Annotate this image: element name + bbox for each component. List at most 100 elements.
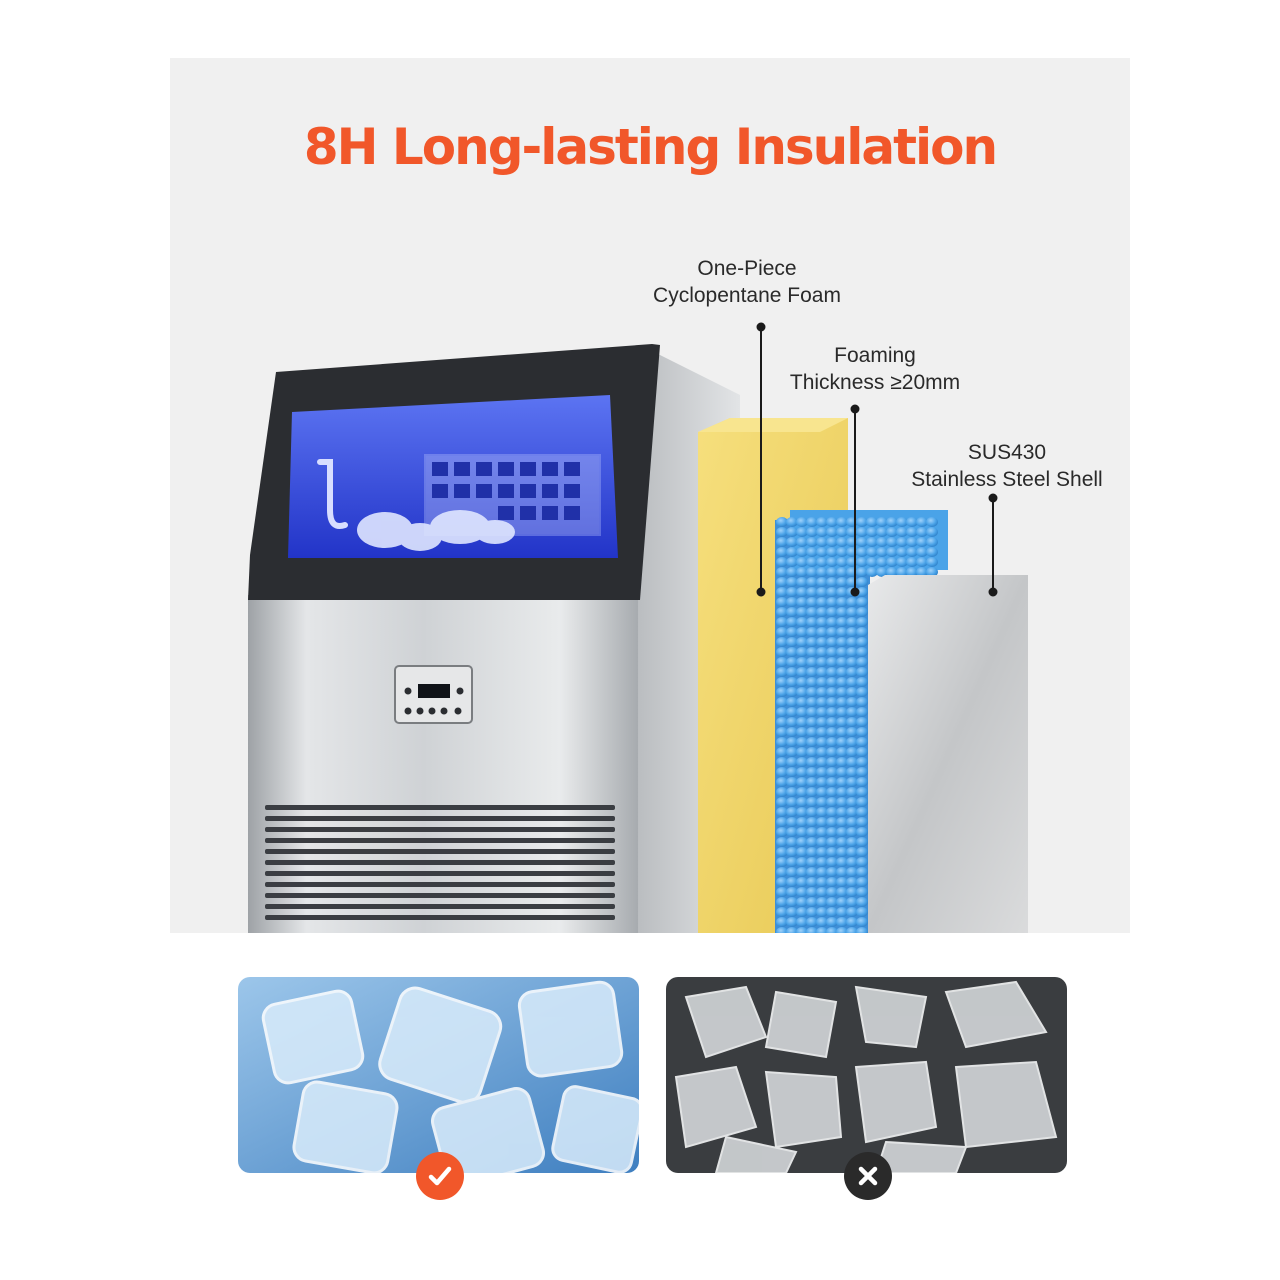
foam-bump bbox=[836, 797, 848, 807]
foam-bump bbox=[776, 857, 788, 867]
foam-bump bbox=[776, 897, 788, 907]
check-badge bbox=[416, 1152, 464, 1200]
foam-bump bbox=[846, 787, 858, 797]
foam-bump bbox=[836, 647, 848, 657]
foam-bump bbox=[856, 787, 868, 797]
foam-bump bbox=[836, 597, 848, 607]
foam-bump bbox=[776, 727, 788, 737]
foam-bump bbox=[836, 667, 848, 677]
foam-bump bbox=[826, 577, 838, 587]
foam-bump bbox=[776, 577, 788, 587]
foam-bump bbox=[886, 517, 898, 527]
foam-bump bbox=[826, 637, 838, 647]
foam-bump bbox=[816, 657, 828, 667]
foam-bump bbox=[846, 797, 858, 807]
foam-bump bbox=[856, 907, 868, 917]
foam-bump bbox=[816, 677, 828, 687]
foam-bump bbox=[796, 847, 808, 857]
foam-bump bbox=[856, 807, 868, 817]
foam-bump bbox=[776, 637, 788, 647]
foam-bump bbox=[826, 587, 838, 597]
foam-bump bbox=[786, 867, 798, 877]
foam-bump bbox=[776, 747, 788, 757]
foam-bump bbox=[786, 657, 798, 667]
foam-bump bbox=[906, 557, 918, 567]
cross-badge bbox=[844, 1152, 892, 1200]
foam-bump bbox=[836, 617, 848, 627]
foam-bump bbox=[826, 717, 838, 727]
foam-bump bbox=[776, 677, 788, 687]
foam-bump bbox=[816, 617, 828, 627]
foam-bump bbox=[836, 767, 848, 777]
foam-bump bbox=[846, 887, 858, 897]
foam-bump bbox=[846, 917, 858, 927]
foam-bump bbox=[846, 707, 858, 717]
foam-bump bbox=[806, 727, 818, 737]
foam-bump bbox=[856, 697, 868, 707]
foam-bump bbox=[776, 737, 788, 747]
foam-bump bbox=[856, 627, 868, 637]
foam-bump bbox=[826, 517, 838, 527]
foam-bump bbox=[786, 847, 798, 857]
foam-bump bbox=[836, 867, 848, 877]
foam-bump bbox=[776, 887, 788, 897]
foam-bump bbox=[836, 547, 848, 557]
foam-bump bbox=[896, 557, 908, 567]
foam-bump bbox=[846, 807, 858, 817]
foam-bump bbox=[846, 827, 858, 837]
foam-bump bbox=[846, 837, 858, 847]
foaming-bumps bbox=[776, 517, 938, 933]
foam-bump bbox=[786, 757, 798, 767]
foam-bump bbox=[806, 547, 818, 557]
foam-bump bbox=[776, 717, 788, 727]
callout-shell-line2: Stainless Steel Shell bbox=[911, 468, 1103, 491]
foam-bump bbox=[816, 577, 828, 587]
callout-shell: SUS430 Stainless Steel Shell bbox=[877, 439, 1130, 493]
foam-bump bbox=[856, 747, 868, 757]
foam-bump bbox=[836, 737, 848, 747]
foam-bump bbox=[836, 587, 848, 597]
foam-bump bbox=[816, 547, 828, 557]
foam-bump bbox=[916, 517, 928, 527]
foam-bump bbox=[856, 517, 868, 527]
foam-bump bbox=[786, 927, 798, 933]
foam-bump bbox=[816, 717, 828, 727]
foam-bump bbox=[846, 727, 858, 737]
foam-bump bbox=[796, 867, 808, 877]
foam-bump bbox=[806, 807, 818, 817]
foam-bump bbox=[796, 517, 808, 527]
foam-bump bbox=[856, 897, 868, 907]
foam-bump bbox=[786, 787, 798, 797]
foam-bump bbox=[786, 777, 798, 787]
foam-bump bbox=[826, 927, 838, 933]
foam-bump bbox=[866, 517, 878, 527]
foam-bump bbox=[836, 517, 848, 527]
foam-bump bbox=[906, 567, 918, 577]
foam-bump bbox=[836, 817, 848, 827]
foam-bump bbox=[866, 567, 878, 577]
foam-bump bbox=[796, 917, 808, 927]
foam-bump bbox=[806, 687, 818, 697]
foam-bump bbox=[806, 717, 818, 727]
foam-bump bbox=[796, 637, 808, 647]
foam-bump bbox=[856, 537, 868, 547]
foam-bump bbox=[776, 787, 788, 797]
foam-bump bbox=[776, 597, 788, 607]
foam-bump bbox=[776, 907, 788, 917]
foam-bump bbox=[796, 657, 808, 667]
foam-bump bbox=[836, 877, 848, 887]
foam-bump bbox=[856, 567, 868, 577]
foam-bump bbox=[796, 807, 808, 817]
foam-bump bbox=[906, 517, 918, 527]
foam-bump bbox=[876, 567, 888, 577]
callout-thickness: Foaming Thickness ≥20mm bbox=[745, 342, 1005, 396]
foam-bump bbox=[776, 827, 788, 837]
foam-bump bbox=[776, 667, 788, 677]
foam-bump bbox=[826, 897, 838, 907]
foam-bump bbox=[846, 607, 858, 617]
foam-bump bbox=[836, 827, 848, 837]
foam-bump bbox=[826, 697, 838, 707]
foam-bump bbox=[856, 547, 868, 557]
foam-bump bbox=[776, 757, 788, 767]
callout-foam-line1: One-Piece bbox=[697, 257, 797, 280]
